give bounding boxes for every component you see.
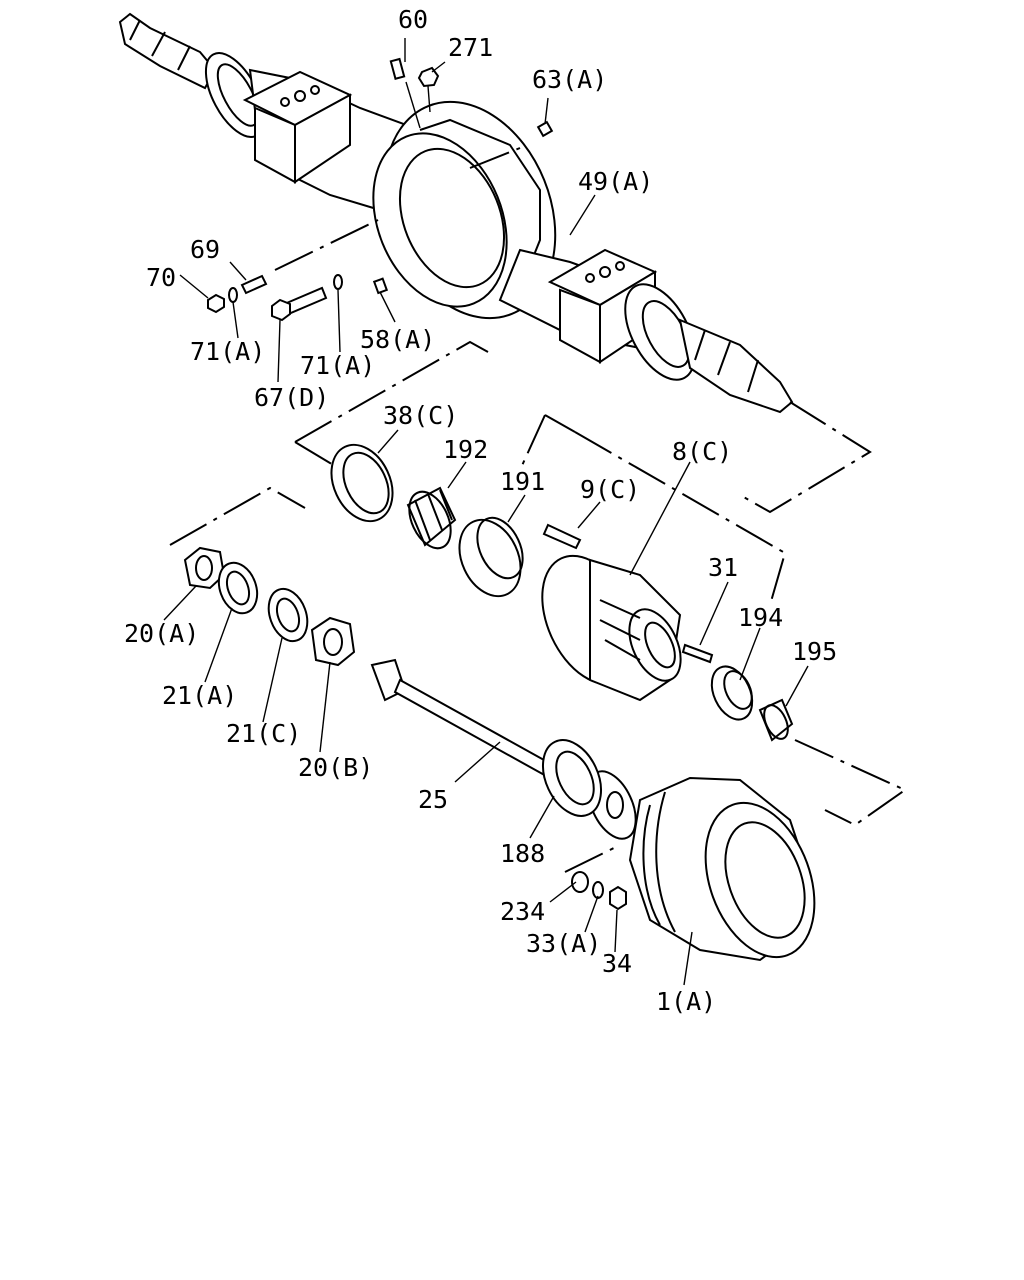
axle-shaft	[370, 658, 637, 840]
label-25: 25	[418, 785, 448, 814]
label-191: 191	[500, 467, 545, 496]
label-21a: 21(A)	[162, 681, 237, 710]
label-71a-right: 71(A)	[300, 351, 375, 380]
hub-assembly	[330, 443, 794, 742]
callout-labels: 60 271 63(A) 49(A) 69 70 71(A) 71(A) 58(…	[124, 5, 837, 1016]
leader-lines	[163, 38, 809, 986]
label-69: 69	[190, 235, 220, 264]
label-60: 60	[398, 5, 428, 34]
brake-drum	[628, 776, 816, 962]
label-195: 195	[792, 637, 837, 666]
label-192: 192	[443, 435, 488, 464]
label-8c: 8(C)	[672, 437, 732, 466]
label-70: 70	[146, 263, 176, 292]
label-67d: 67(D)	[254, 383, 329, 412]
label-71a-left: 71(A)	[190, 337, 265, 366]
label-20b: 20(B)	[298, 753, 373, 782]
lock-parts	[183, 546, 356, 667]
label-38c: 38(C)	[383, 401, 458, 430]
label-63a: 63(A)	[532, 65, 607, 94]
label-21c: 21(C)	[226, 719, 301, 748]
gasket	[541, 739, 603, 817]
top-fasteners	[207, 57, 554, 322]
label-34: 34	[602, 949, 632, 978]
label-49a: 49(A)	[578, 167, 653, 196]
axle-housing	[118, 12, 794, 414]
label-1a: 1(A)	[656, 987, 716, 1016]
label-31: 31	[708, 553, 738, 582]
grouping-lines	[169, 147, 908, 873]
label-271: 271	[448, 33, 493, 62]
label-20a: 20(A)	[124, 619, 199, 648]
label-9c: 9(C)	[580, 475, 640, 504]
label-33a: 33(A)	[526, 929, 601, 958]
label-194: 194	[738, 603, 783, 632]
label-58a: 58(A)	[360, 325, 435, 354]
label-188: 188	[500, 839, 545, 868]
small-hardware	[571, 871, 627, 911]
label-234: 234	[500, 897, 545, 926]
